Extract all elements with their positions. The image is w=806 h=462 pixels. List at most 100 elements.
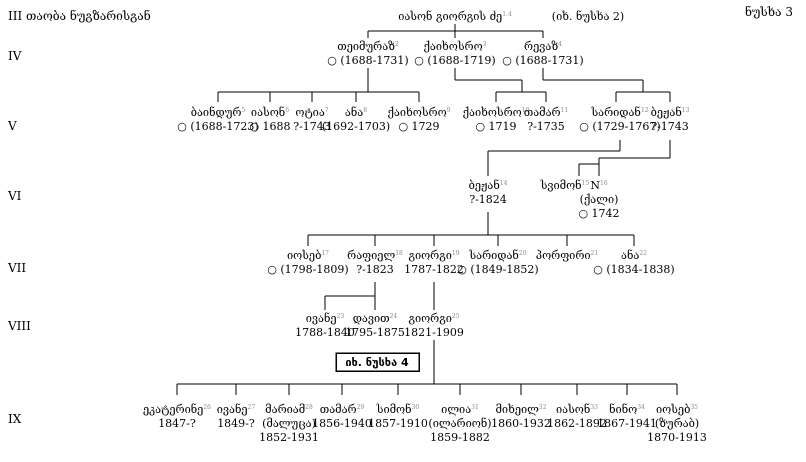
svg-text:ეკატერინე26: ეკატერინე26 — [143, 403, 211, 416]
person-dates: 1860-1932 — [491, 417, 551, 430]
svg-text:ილია31: ილია31 — [441, 403, 479, 416]
person-dates: ○ (1688-1719) — [414, 54, 495, 67]
svg-text:ოტია7: ოტია7 — [295, 106, 328, 119]
person-dates: ○ (1834-1838) — [593, 263, 674, 276]
table-label: ნუსხა 3 — [745, 4, 793, 19]
person-dates: 1788-1840 — [295, 326, 355, 339]
person-bezhan2: ბეჟან14?-1824 — [469, 179, 508, 206]
person-number: 22 — [639, 250, 647, 257]
svg-text:პორფირი21: პორფირი21 — [536, 249, 598, 262]
person-number: 33 — [590, 404, 598, 411]
person-dates: 1847-? — [158, 417, 196, 430]
person-dates: 1795-1875 — [345, 326, 405, 339]
root-person: იასონ გიორგის ძე1.4 (იხ. ნუსხა 2) — [398, 10, 624, 23]
person-number: 8 — [363, 107, 367, 114]
person-number: 14 — [500, 180, 508, 187]
svg-text:მიხეილ32: მიხეილ32 — [495, 403, 546, 416]
person-kaikhosro2: ქაიხოსრო9○ 1729 — [388, 106, 451, 133]
person-dates: ○ 1719 — [475, 120, 516, 133]
person-dates: ○ (1688-1723) — [177, 120, 258, 133]
person-number: 21 — [591, 250, 599, 257]
person-name: იასონ — [251, 106, 285, 119]
svg-text:ნინო34: ნინო34 — [609, 403, 645, 416]
person-number: 12 — [641, 107, 649, 114]
person-dates: ○ 1729 — [398, 120, 439, 133]
person-name: ივანე — [306, 312, 337, 325]
person-dates: ○ (1729-1767) — [579, 120, 660, 133]
svg-text:იასონ6: იასონ6 — [251, 106, 289, 119]
person-dates: ○ (1688-1731) — [327, 54, 408, 67]
person-number: 20 — [519, 250, 527, 257]
person-name: სიმონ — [376, 403, 412, 416]
person-name: ეკატერინე — [143, 403, 203, 416]
person-name: თამარ — [524, 106, 561, 119]
person-dates: ?-1823 — [356, 263, 394, 276]
person-number: 26 — [203, 404, 211, 411]
person-name: ბეჟან — [469, 179, 500, 192]
person-dates: 1867-1941 — [597, 417, 657, 430]
person-ivane1: ივანე23 1788-1840 — [295, 312, 355, 339]
svg-text:სარიდან20: სარიდან20 — [468, 249, 526, 262]
person-dates: ?-1743 — [293, 120, 331, 133]
person-number: 15 — [582, 180, 590, 187]
person-number: 25 — [452, 313, 460, 320]
svg-text:ბეჟან14: ბეჟან14 — [469, 179, 508, 192]
person-dates: 1857-1910 — [368, 417, 428, 430]
svg-text:ქაიხოსრო3: ქაიხოსრო3 — [424, 40, 487, 53]
person-number: 7 — [325, 107, 329, 114]
person-name: ანა — [621, 249, 639, 262]
person-mariam: მარიამ28(მალუცა)1852-1931 — [259, 403, 319, 444]
svg-text:თეიმურაზ2: თეიმურაზ2 — [337, 40, 399, 53]
person-name: მარიამ — [265, 403, 305, 416]
person-number: 19 — [452, 250, 460, 257]
svg-text:სვიმონ15: სვიმონ15 — [540, 179, 590, 192]
person-name: ბაინდურ — [191, 106, 242, 119]
svg-text:იასონ33: იასონ33 — [556, 403, 598, 416]
person-tamar1: თამარ11?-1735 — [524, 106, 569, 133]
person-rapiel: რაფიელ18?-1823 — [347, 249, 403, 276]
person-name: ბეჟან — [651, 106, 682, 119]
person-number: 5 — [241, 107, 245, 114]
person-name: ანა — [345, 106, 363, 119]
svg-text:გიორგი19: გიორგი19 — [408, 249, 459, 262]
person-name: რევაზ — [524, 40, 558, 53]
person-name: იოსებ — [656, 403, 690, 416]
person-number: 1.4 — [502, 11, 512, 18]
person-number: 10 — [522, 107, 530, 114]
reference-box-label: იხ. ნუსხა 4 — [345, 356, 409, 369]
person-teimuraz: თეიმურაზ2○ (1688-1731) — [327, 40, 408, 67]
person-number: 16 — [600, 180, 608, 187]
person-extra: ○ 1742 — [578, 207, 619, 220]
reference-box[interactable]: იხ. ნუსხა 4 — [335, 352, 420, 372]
svg-text:რევაზ4: რევაზ4 — [524, 40, 562, 53]
person-bezhan1: ბეჟან13?-1743 — [651, 106, 690, 133]
person-iason: იასონ6○ 1688 — [249, 106, 290, 133]
person-bagrat: ბაინდურ5○ (1688-1723) — [177, 106, 258, 133]
person-dates: ?-1824 — [469, 193, 507, 206]
person-nodes: თეიმურაზ2○ (1688-1731)ქაიხოსრო3○ (1688-1… — [143, 40, 707, 444]
svg-text:სიმონ30: სიმონ30 — [376, 403, 420, 416]
person-number: 29 — [357, 404, 365, 411]
person-name: პორფირი — [536, 249, 591, 262]
person-name: თეიმურაზ — [337, 40, 395, 53]
svg-text:თამარ29: თამარ29 — [320, 403, 365, 416]
person-name: დავით — [353, 312, 390, 325]
person-number: 23 — [337, 313, 345, 320]
person-dates: ?-1735 — [527, 120, 565, 133]
svg-text:რაფიელ18: რაფიელ18 — [347, 249, 403, 262]
generation-label-v: V — [7, 119, 17, 133]
connector-lines — [176, 24, 678, 395]
person-extra: 1859-1882 — [430, 431, 490, 444]
person-dates: ?-1743 — [651, 120, 689, 133]
person-extra: 1870-1913 — [647, 431, 707, 444]
person-simon1: სვიმონ15 — [540, 179, 590, 192]
person-extra: 1852-1931 — [259, 431, 319, 444]
person-ioseb1: იოსებ17○ (1798-1809) — [267, 249, 348, 276]
generation-label-vi: VI — [7, 189, 22, 203]
person-number: 2 — [395, 41, 399, 48]
person-saridan1: სარიდან12○ (1729-1767) — [579, 106, 660, 133]
svg-text:ბაინდურ5: ბაინდურ5 — [191, 106, 246, 119]
